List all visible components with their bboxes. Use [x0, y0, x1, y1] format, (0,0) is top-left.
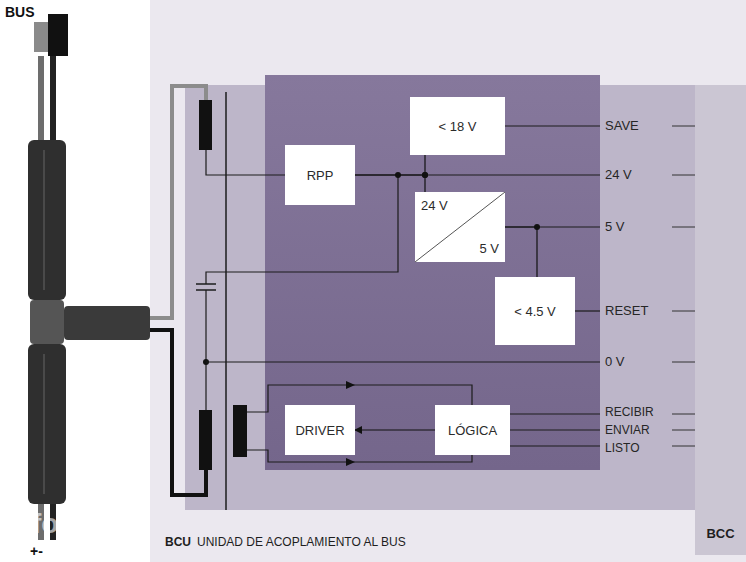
- ground-wire: [205, 290, 206, 410]
- bcc-stub: [672, 311, 695, 312]
- function-box: RPP: [285, 145, 355, 205]
- signal-name: 24 V: [605, 167, 632, 183]
- converter-diagonal: [415, 192, 505, 262]
- function-box: DRIVER: [285, 405, 355, 455]
- drawing-part: [38, 56, 44, 146]
- bcc-strip: BCC: [695, 85, 746, 555]
- function-box: LÓGICA: [435, 405, 510, 455]
- wire-line: [510, 413, 600, 414]
- bus-label: BUS: [5, 4, 35, 20]
- drawing-part: [28, 140, 66, 300]
- output-voltage: 5 V: [479, 241, 499, 256]
- function-box: < 4.5 V: [495, 277, 575, 345]
- drawing-part: [50, 56, 56, 146]
- arrow-head: [346, 458, 355, 466]
- bcc-stub: [672, 227, 695, 228]
- polarity-label: +-: [30, 543, 43, 559]
- signal-connector: [355, 175, 425, 192]
- drawing-part: [43, 150, 45, 290]
- arrow-head: [346, 381, 355, 389]
- ground-wire: [206, 361, 600, 362]
- bus-wire: [150, 86, 206, 318]
- wire-line: [510, 429, 600, 430]
- box-label: LÓGICA: [448, 423, 497, 438]
- signal-name: 0 V: [605, 354, 625, 370]
- drawing-part: [34, 22, 50, 52]
- drawing-part: [64, 306, 150, 340]
- bus-cable: [28, 14, 150, 540]
- choke-coil: [199, 100, 212, 150]
- signal-connector: [355, 429, 435, 430]
- signal-name: 5 V: [605, 219, 625, 235]
- bus-controller-label: BCC: [695, 526, 746, 541]
- bcc-stub: [672, 414, 695, 415]
- signal-name: LISTO: [605, 440, 639, 456]
- transformer-coil: [233, 405, 247, 457]
- wire-line: [425, 174, 600, 175]
- input-voltage: 24 V: [421, 198, 448, 213]
- coupling-bar: [225, 92, 227, 510]
- bcc-stub: [672, 362, 695, 363]
- signal-name: SAVE: [605, 118, 639, 134]
- signal-name: RESET: [605, 303, 648, 319]
- unit-abbrev: BCU: [165, 535, 191, 549]
- unit-name: UNIDAD DE ACOPLAMIENTO AL BUS: [197, 535, 406, 549]
- drawing-part: [43, 354, 45, 494]
- wire-line: [505, 125, 600, 126]
- supply-wire: [206, 150, 285, 175]
- bcc-stub: [672, 126, 695, 127]
- wire-line: [510, 445, 600, 446]
- bcu-caption: BCU UNIDAD DE ACOPLAMIENTO AL BUS: [165, 535, 406, 549]
- drawing-part: [48, 14, 68, 56]
- signal-name: ENVIAR: [605, 422, 650, 438]
- function-box: < 18 V: [410, 97, 505, 155]
- box-label: RPP: [307, 168, 334, 183]
- drawing-part: [28, 344, 66, 504]
- signal-connector: [505, 227, 537, 277]
- bcc-stub: [672, 175, 695, 176]
- wire-line: [575, 310, 600, 311]
- signal-connector: [355, 155, 425, 175]
- capacitor-symbol: [196, 283, 216, 285]
- signal-name: RECIBIR: [605, 404, 654, 420]
- transformer-coil: [199, 410, 212, 470]
- bcu-housing: BCU UNIDAD DE ACOPLAMIENTO AL BUS < 18 V RP…: [150, 0, 746, 562]
- bus-wire: [150, 330, 206, 495]
- box-label: < 4.5 V: [514, 304, 556, 319]
- converter-box: 24 V 5 V: [415, 192, 505, 262]
- box-label: < 18 V: [439, 119, 477, 134]
- watermark: fotor: [32, 508, 96, 540]
- drawing-part: [30, 300, 64, 344]
- bcc-stub: [672, 430, 695, 431]
- bcc-stub: [672, 446, 695, 447]
- box-label: DRIVER: [295, 423, 344, 438]
